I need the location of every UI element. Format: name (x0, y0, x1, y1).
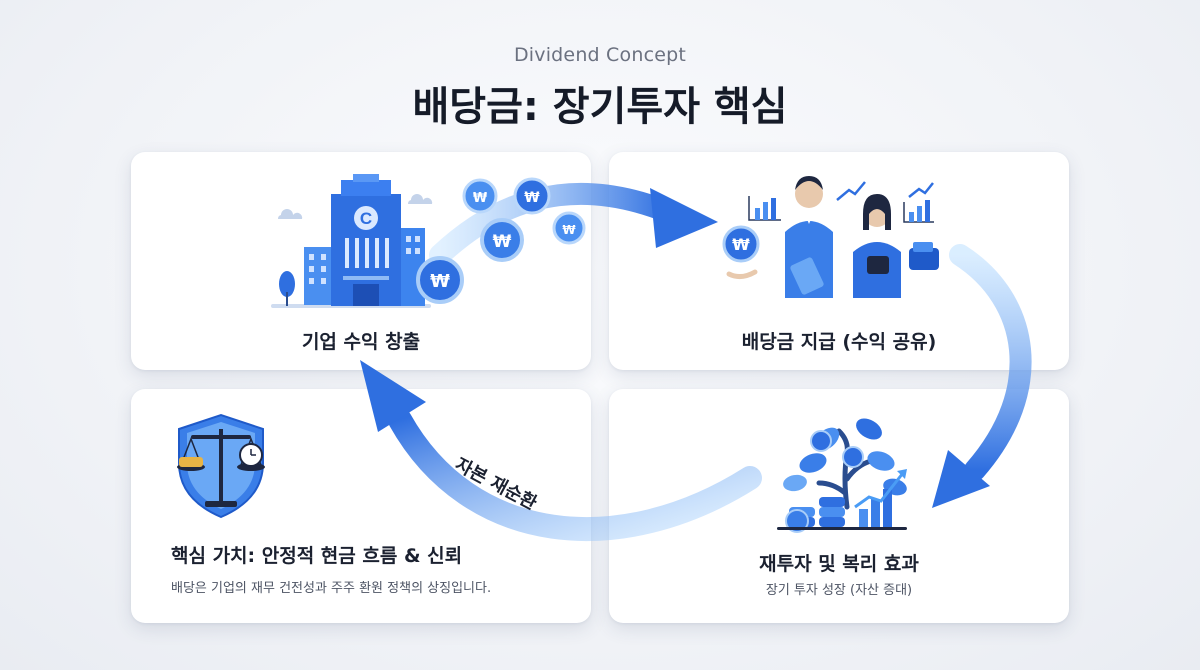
card-company-earnings: C 기업 수익 창출 (131, 152, 591, 370)
svg-text:₩: ₩ (732, 235, 750, 254)
shareholders-icon: ₩ (722, 176, 939, 298)
card-dividend-payment-label: 배당금 지급 (수익 공유) (741, 331, 937, 353)
balance-scale-shield-icon (177, 413, 265, 519)
card-reinvestment: 재투자 및 복리 효과 장기 투자 성장 (자산 증대) (609, 389, 1069, 623)
company-building-icon: C (271, 174, 433, 308)
card-core-value-label: 핵심 가치: 안정적 현금 흐름 & 신뢰 (171, 545, 463, 567)
concept-subtitle: Dividend Concept (513, 44, 687, 66)
page-title: 배당금: 장기투자 핵심 (412, 84, 788, 130)
card-reinvestment-description: 장기 투자 성장 (자산 증대) (765, 583, 913, 598)
svg-text:C: C (360, 209, 372, 228)
card-company-earnings-label: 기업 수익 창출 (301, 331, 421, 353)
card-core-value-description: 배당은 기업의 재무 건전성과 주주 환원 정책의 상징입니다. (171, 581, 492, 596)
money-tree-growth-icon (777, 418, 907, 533)
card-dividend-payment: ₩ 배당금 지급 (수익 공유) (609, 152, 1069, 370)
card-reinvestment-label: 재투자 및 복리 효과 (759, 553, 919, 575)
